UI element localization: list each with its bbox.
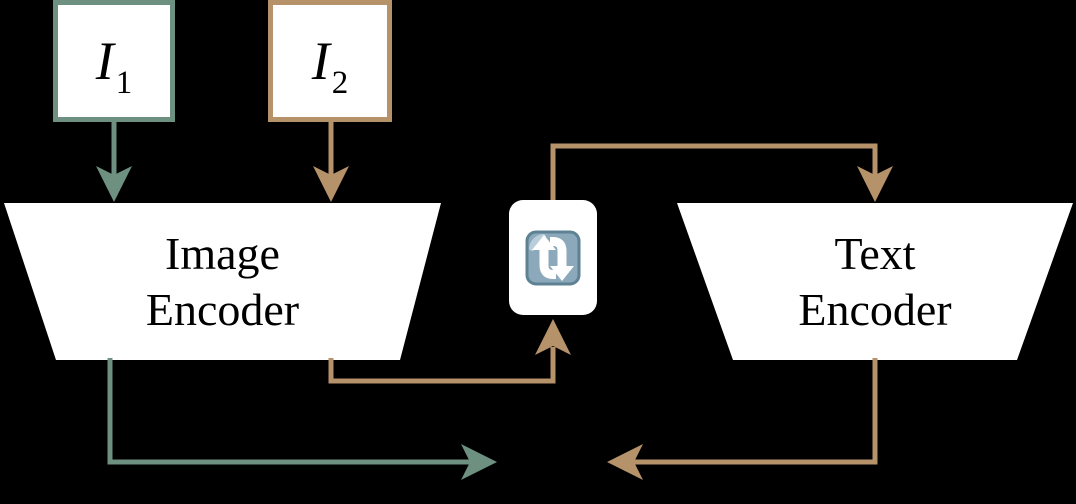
connector-image-output-shaft (107, 358, 471, 465)
image-encoder-label-line1: Image (165, 227, 280, 279)
arrowhead-down-tan-icon (313, 166, 349, 202)
connector-image-encoder-to-cycle (328, 319, 571, 384)
connector-i1-to-image-encoder (96, 122, 132, 202)
image-encoder-label-line2: Encoder (145, 283, 300, 335)
arrowhead-right-green-icon (461, 444, 497, 480)
clockwise-vertical-arrows-icon (525, 230, 581, 285)
connector-image-to-cycle-shaft (328, 347, 556, 384)
connector-text-encoder-output (607, 358, 878, 480)
input-i2-subscript: 2 (331, 65, 349, 101)
input-i1-base: I (95, 31, 114, 91)
cycle-icon-up-arrowhead (532, 234, 556, 250)
input-i2-label: I2 (311, 31, 348, 100)
connector-cycle-to-text-shaft (550, 143, 878, 201)
input-i1-label: I1 (95, 31, 132, 100)
arrowhead-down-green-icon (96, 166, 132, 202)
text-encoder-label-line2: Encoder (798, 283, 952, 335)
arrowhead-down-tan2-icon (857, 166, 893, 202)
cycle-icon-down-arrowhead (550, 265, 574, 281)
node-input-i2: I2 (268, 0, 392, 122)
connector-i2-to-image-encoder (313, 122, 349, 202)
connector-text-output-shaft (633, 358, 878, 465)
cycle-consistency-card (509, 200, 597, 315)
node-input-i1: I1 (53, 0, 175, 122)
input-i2-base: I (311, 31, 330, 91)
input-i1-subscript: 1 (115, 65, 133, 101)
connector-cycle-to-text-encoder (550, 143, 893, 202)
connector-image-encoder-output (107, 358, 497, 480)
text-encoder-label-line1: Text (834, 227, 916, 279)
cycle-icon-highlight (529, 233, 546, 251)
arrowhead-left-tan-icon (607, 444, 643, 480)
cycle-icon-up-arrow-shaft (539, 249, 556, 279)
cycle-icon-down-arrow-shaft (550, 236, 567, 266)
text-encoder-node: Text Encoder (677, 203, 1073, 360)
image-encoder-node: Image Encoder (4, 203, 441, 360)
arrowhead-up-tan-icon (535, 319, 571, 355)
